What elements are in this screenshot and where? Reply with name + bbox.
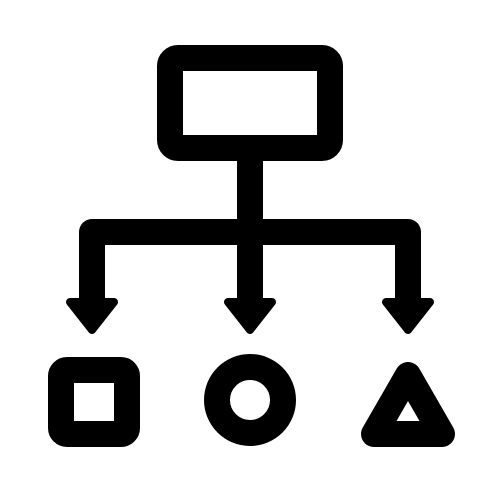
root-node-box <box>157 45 343 161</box>
square-shape <box>48 357 140 447</box>
circle-shape <box>204 354 296 446</box>
triangle-shape <box>361 362 455 447</box>
arrow-down-icon-left <box>66 298 118 334</box>
arrow-down-icon-middle <box>224 298 276 334</box>
arrow-down-icon-right <box>382 298 434 334</box>
